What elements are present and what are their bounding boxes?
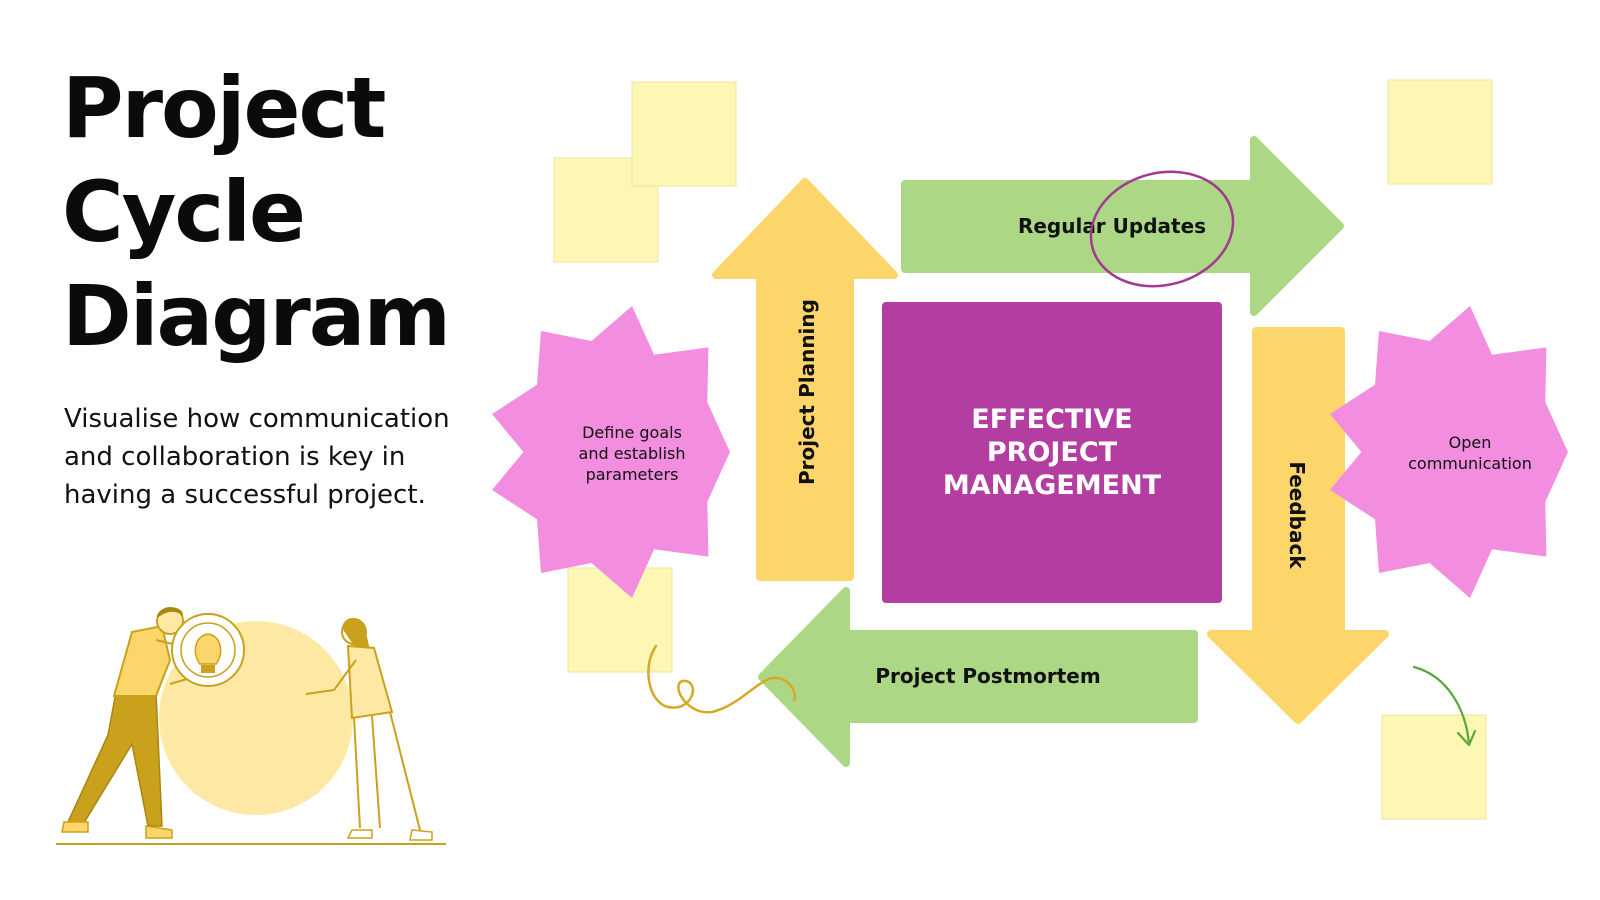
title-line-1: Project <box>62 59 386 157</box>
center-text-line-3: MANAGEMENT <box>943 470 1162 501</box>
badge-text-line-3: parameters <box>586 465 679 484</box>
lightbulb-icon <box>171 613 245 687</box>
arrow-label-project-planning: Project Planning <box>795 299 819 485</box>
person-left-shoe <box>145 825 173 839</box>
badge-shape <box>1330 306 1568 598</box>
sticky-note <box>1387 79 1493 185</box>
person-right-shoe <box>346 829 373 839</box>
badge-text-line-2: and establish <box>579 444 686 463</box>
arrow-project-planning: Project Planning <box>712 178 898 581</box>
center-box-shape <box>882 302 1222 603</box>
person-right-legs <box>353 711 421 831</box>
sticky-notes <box>553 79 1493 820</box>
person-left-hair <box>157 607 184 618</box>
arrow-label-feedback: Feedback <box>1285 461 1309 569</box>
person-right-shirt <box>346 644 394 720</box>
person-right-arm <box>305 659 357 695</box>
center-text-line-2: PROJECT <box>987 437 1118 468</box>
badge-define-goals: Define goals and establish parameters <box>492 306 730 598</box>
subtitle-line-1: Visualise how communication <box>64 404 450 434</box>
arrow-down-shape <box>1207 327 1389 724</box>
badge-text-line-2: communication <box>1408 454 1532 473</box>
curved-arrow-head <box>1456 729 1477 747</box>
lightbulb-glass <box>194 633 222 665</box>
badge-shape <box>492 306 730 598</box>
arrow-up-shape <box>712 178 898 581</box>
curved-arrow-doodle <box>1412 665 1477 747</box>
arrow-right-shape <box>901 136 1344 316</box>
person-left-shirt <box>112 624 172 697</box>
squiggle-doodle <box>647 644 797 714</box>
center-box: EFFECTIVE PROJECT MANAGEMENT <box>882 302 1222 603</box>
subtitle-line-2: and collaboration is key in <box>64 442 406 472</box>
badge-text-line-1: Open <box>1449 433 1492 452</box>
scribble-circle <box>1089 170 1235 288</box>
person-right-figure <box>305 617 433 841</box>
person-left-shoe <box>61 821 89 833</box>
page-title: Project Cycle Diagram <box>62 56 522 368</box>
teamwork-illustration <box>56 607 446 845</box>
subtitle: Visualise how communication and collabor… <box>64 400 484 514</box>
arrow-regular-updates: Regular Updates <box>901 136 1344 316</box>
sticky-note <box>631 81 737 187</box>
lightbulb-base <box>201 665 215 673</box>
person-left-pants <box>66 691 163 827</box>
person-left-figure <box>61 607 206 839</box>
badge-open-communication: Open communication <box>1330 306 1568 598</box>
sticky-note <box>1381 714 1487 820</box>
arrow-feedback: Feedback <box>1207 327 1389 724</box>
arrow-label-regular-updates: Regular Updates <box>1018 214 1206 238</box>
arrow-left-shape <box>758 587 1198 767</box>
badge-text-line-1: Define goals <box>582 423 682 442</box>
lightbulb-ring-inner <box>180 622 236 678</box>
title-line-2: Cycle <box>62 163 306 261</box>
arrow-label-project-postmortem: Project Postmortem <box>875 664 1100 688</box>
title-line-3: Diagram <box>62 267 451 365</box>
person-right-shoe <box>409 829 433 841</box>
curved-arrow-line <box>1412 665 1471 746</box>
subtitle-line-3: having a successful project. <box>64 480 426 510</box>
center-text-line-1: EFFECTIVE <box>971 404 1132 435</box>
arrow-project-postmortem: Project Postmortem <box>758 587 1198 767</box>
